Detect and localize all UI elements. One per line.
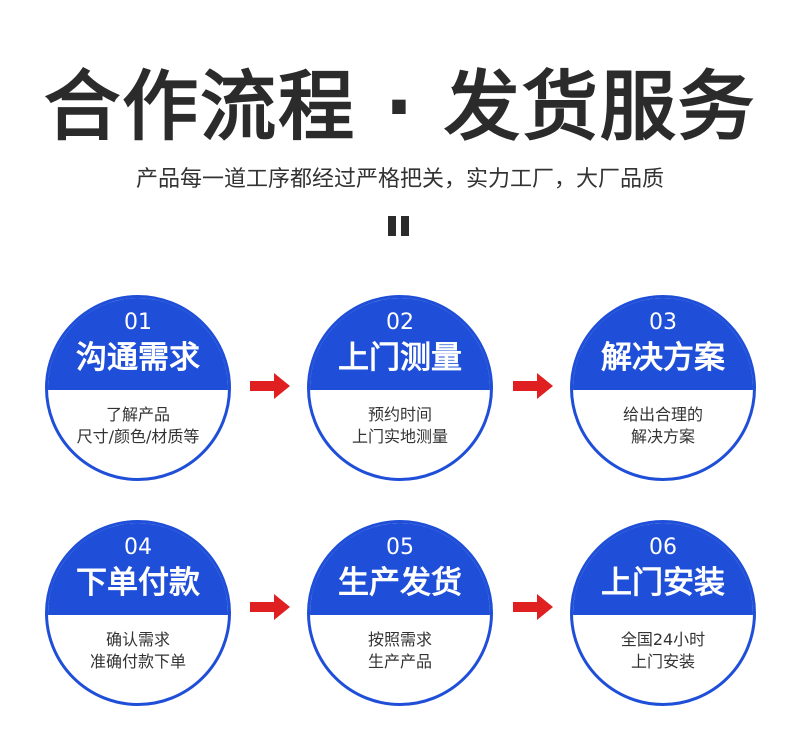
step-description: 确认需求 准确付款下单 [48,629,228,673]
step-header-1 [48,298,228,390]
step-circle-5: 05 生产发货 按照需求 生产产品 [307,520,493,706]
step-description: 了解产品 尺寸/颜色/材质等 [48,404,228,448]
step-description: 全国24小时 上门安装 [573,629,753,673]
step-desc-line2: 尺寸/颜色/材质等 [76,427,200,446]
step-circle-1: 01 沟通需求 了解产品 尺寸/颜色/材质等 [45,295,231,481]
step-name: 下单付款 [76,565,200,601]
step-number: 03 [649,310,677,335]
arrow-right-icon [513,373,553,399]
step-header-5 [310,523,490,615]
arrow-right-icon [250,594,290,620]
step-number: 05 [386,535,414,560]
step-number: 02 [386,310,414,335]
step-desc-line1: 给出合理的 [622,405,703,424]
step-desc-line1: 全国24小时 [620,630,706,649]
step-description: 按照需求 生产产品 [310,629,490,673]
pause-icon [388,216,410,236]
step-desc-line2: 上门实地测量 [351,427,448,446]
page-subtitle: 产品每一道工序都经过严格把关，实力工厂，大厂品质 [135,167,664,192]
step-name: 解决方案 [601,340,725,376]
step-header-6 [573,523,753,615]
step-header-2 [310,298,490,390]
step-desc-line1: 预约时间 [367,405,432,424]
step-header-4 [48,523,228,615]
step-header-3 [573,298,753,390]
step-circle-2: 02 上门测量 预约时间 上门实地测量 [307,295,493,481]
arrow-right-icon [513,594,553,620]
step-number: 06 [649,535,677,560]
step-name: 上门安装 [601,565,725,601]
step-circle-6: 06 上门安装 全国24小时 上门安装 [570,520,756,706]
step-desc-line1: 按照需求 [367,630,432,649]
step-desc-line1: 了解产品 [105,405,170,424]
step-number: 01 [124,310,152,335]
step-desc-line1: 确认需求 [105,630,170,649]
step-name: 沟通需求 [76,340,200,376]
step-description: 预约时间 上门实地测量 [310,404,490,448]
step-desc-line2: 上门安装 [630,652,695,671]
step-name: 上门测量 [338,340,462,376]
step-desc-line2: 准确付款下单 [89,652,186,671]
step-name: 生产发货 [338,565,462,601]
step-description: 给出合理的 解决方案 [573,404,753,448]
arrow-right-icon [250,373,290,399]
page-title: 合作流程 · 发货服务 [44,62,756,151]
step-circle-3: 03 解决方案 给出合理的 解决方案 [570,295,756,481]
step-number: 04 [124,535,152,560]
step-desc-line2: 生产产品 [367,652,432,671]
step-circle-4: 04 下单付款 确认需求 准确付款下单 [45,520,231,706]
step-desc-line2: 解决方案 [630,427,695,446]
